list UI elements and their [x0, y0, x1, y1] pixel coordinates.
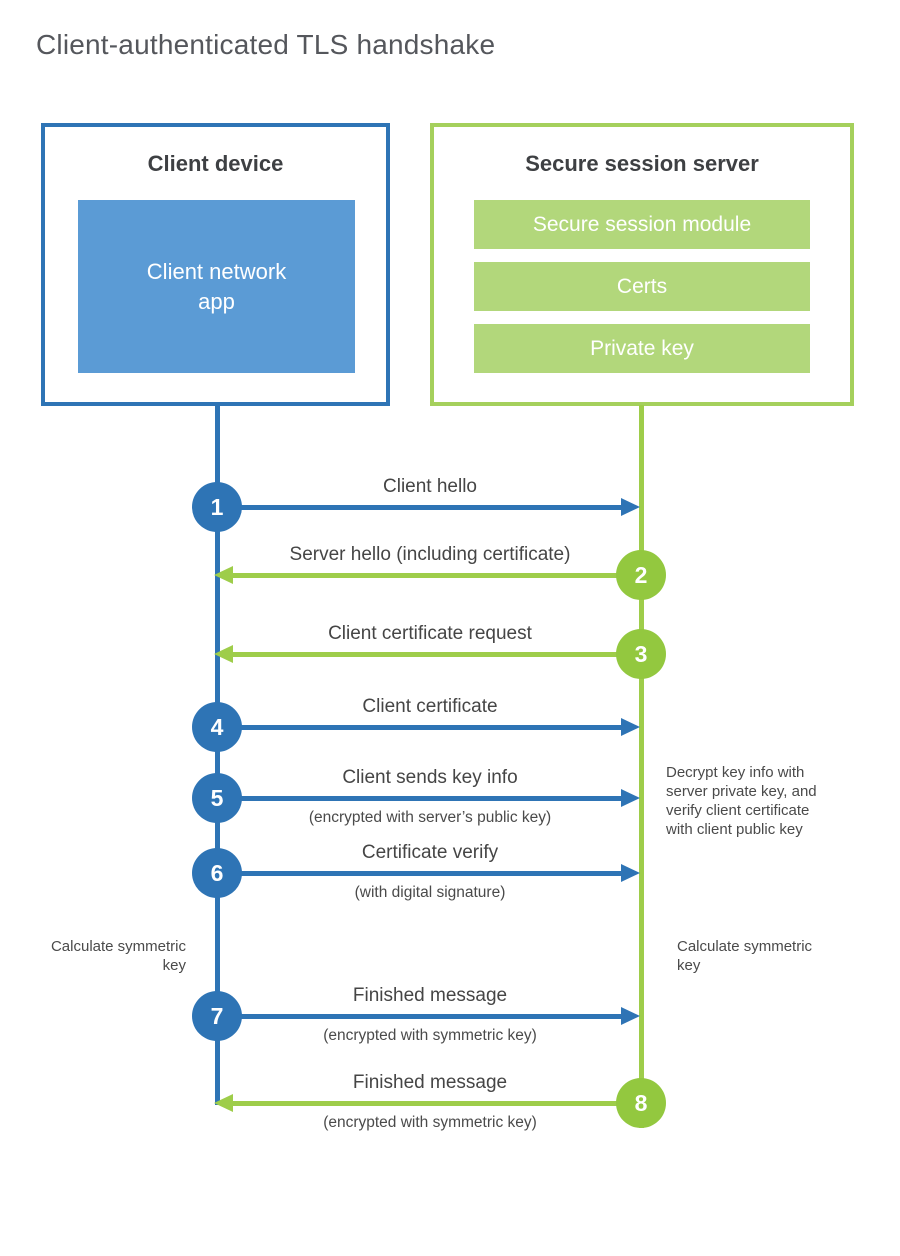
step-badge: 4 — [192, 702, 242, 752]
message-sublabel: (encrypted with symmetric key) — [323, 1114, 537, 1131]
step-badge: 3 — [616, 629, 666, 679]
arrowhead-right-icon — [621, 789, 640, 807]
note-decrypt-key-info: Decrypt key info with server private key… — [666, 764, 817, 838]
message-arrow — [217, 1014, 621, 1019]
message-arrow — [232, 652, 641, 657]
arrowhead-right-icon — [621, 864, 640, 882]
message-arrow — [232, 1101, 641, 1106]
server-title: Secure session server — [525, 151, 759, 176]
note-calculate-symmetric-key-client: Calculate symmetric key — [50, 938, 186, 974]
message-sublabel: (encrypted with server’s public key) — [308, 809, 552, 826]
message-arrow — [232, 573, 641, 578]
page-title: Client-authenticated TLS handshake — [36, 29, 496, 60]
step-badge: 1 — [192, 482, 242, 532]
message-label: Client certificate request — [328, 623, 532, 644]
message-arrow — [217, 871, 621, 876]
server-module-bar: Certs — [474, 262, 810, 311]
client-network-app-box: Client network app — [78, 200, 355, 373]
message-label: Certificate verify — [361, 842, 499, 863]
message-arrow — [217, 505, 621, 510]
server-module-bar: Secure session module — [474, 200, 810, 249]
note-calculate-symmetric-key-server: Calculate symmetric key — [677, 938, 813, 974]
lifeline-client — [215, 405, 220, 1105]
step-badge: 6 — [192, 848, 242, 898]
arrowhead-right-icon — [621, 498, 640, 516]
arrowhead-right-icon — [621, 1007, 640, 1025]
arrowhead-left-icon — [214, 645, 233, 663]
lifeline-server — [639, 405, 644, 1128]
server-module-bar: Private key — [474, 324, 810, 373]
step-badge: 7 — [192, 991, 242, 1041]
arrowhead-left-icon — [214, 1094, 233, 1112]
message-label: Client sends key info — [342, 767, 518, 788]
step-badge: 8 — [616, 1078, 666, 1128]
message-sublabel: (encrypted with symmetric key) — [323, 1027, 537, 1044]
message-label: Server hello (including certificate) — [289, 544, 571, 565]
message-label: Client hello — [383, 476, 477, 497]
client-device-title: Client device — [147, 151, 284, 176]
message-label: Client certificate — [362, 696, 498, 717]
message-label: Finished message — [352, 1072, 508, 1093]
message-arrow — [217, 796, 621, 801]
arrowhead-right-icon — [621, 718, 640, 736]
message-sublabel: (with digital signature) — [354, 884, 506, 901]
client-network-app-label: Client network app — [146, 258, 287, 314]
step-badge: 2 — [616, 550, 666, 600]
step-badge: 5 — [192, 773, 242, 823]
arrowhead-left-icon — [214, 566, 233, 584]
message-arrow — [217, 725, 621, 730]
message-label: Finished message — [352, 985, 508, 1006]
